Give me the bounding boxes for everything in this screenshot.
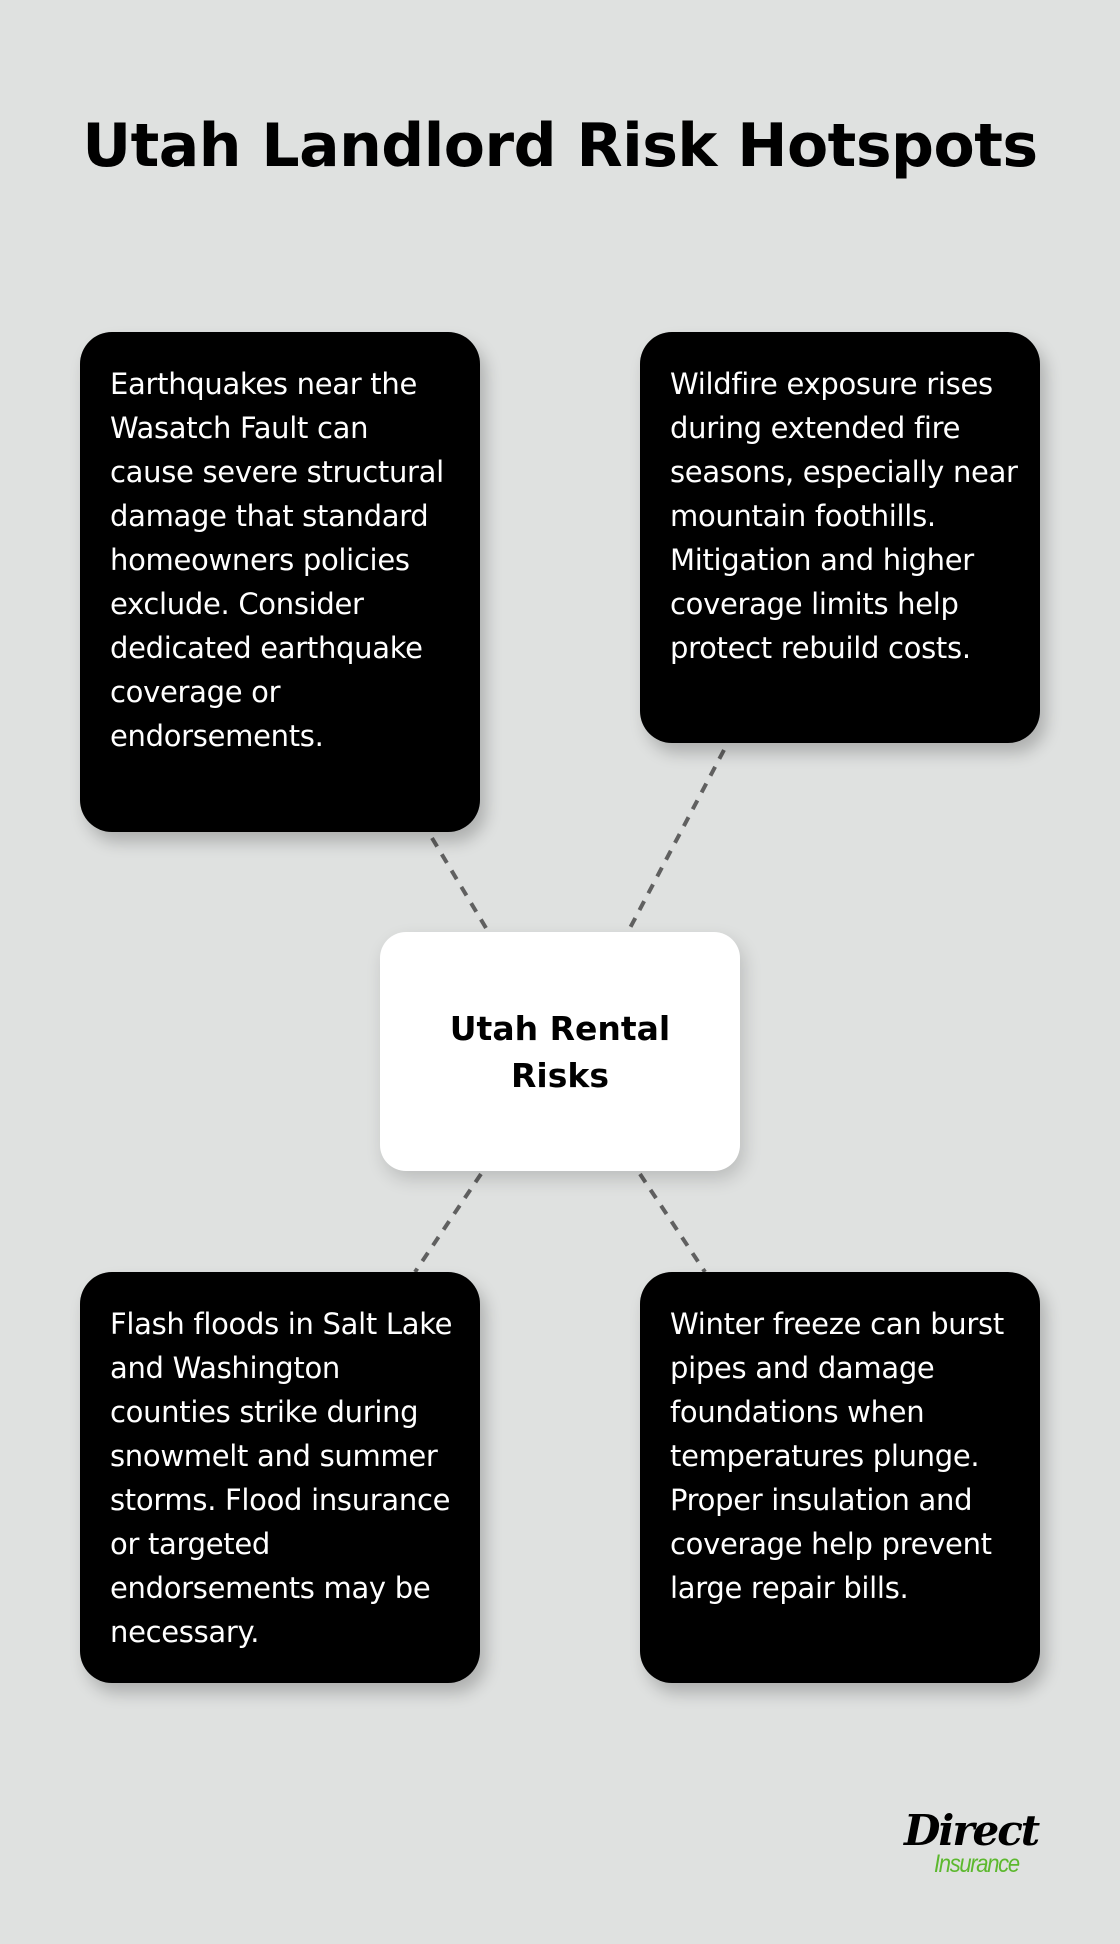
logo-wordmark-insurance: Insurance	[934, 1850, 1020, 1878]
risk-card-text: Flash floods in Salt Lake and Washington…	[110, 1307, 453, 1649]
connector-top-right	[628, 749, 726, 929]
risk-card-earthquake: Earthquakes near the Wasatch Fault can c…	[80, 332, 480, 832]
risk-card-freeze: Winter freeze can burst pipes and damage…	[640, 1272, 1040, 1683]
risk-card-flood: Flash floods in Salt Lake and Washington…	[80, 1272, 480, 1683]
risk-card-wildfire: Wildfire exposure rises during extended …	[640, 332, 1040, 743]
logo-wordmark-direct: Direct	[904, 1806, 1040, 1855]
center-node: Utah Rental Risks	[380, 932, 740, 1171]
center-node-label: Utah Rental Risks	[449, 1008, 671, 1095]
connector-bottom-left	[413, 1172, 483, 1274]
risk-card-text: Earthquakes near the Wasatch Fault can c…	[110, 367, 444, 753]
connector-bottom-right	[638, 1172, 707, 1274]
brand-logo: Direct Insurance	[898, 1808, 1058, 1888]
connector-top-left	[430, 836, 488, 930]
risk-card-text: Winter freeze can burst pipes and damage…	[670, 1307, 1004, 1605]
risk-card-text: Wildfire exposure rises during extended …	[670, 367, 1018, 665]
page-title: Utah Landlord Risk Hotspots	[82, 111, 1038, 181]
